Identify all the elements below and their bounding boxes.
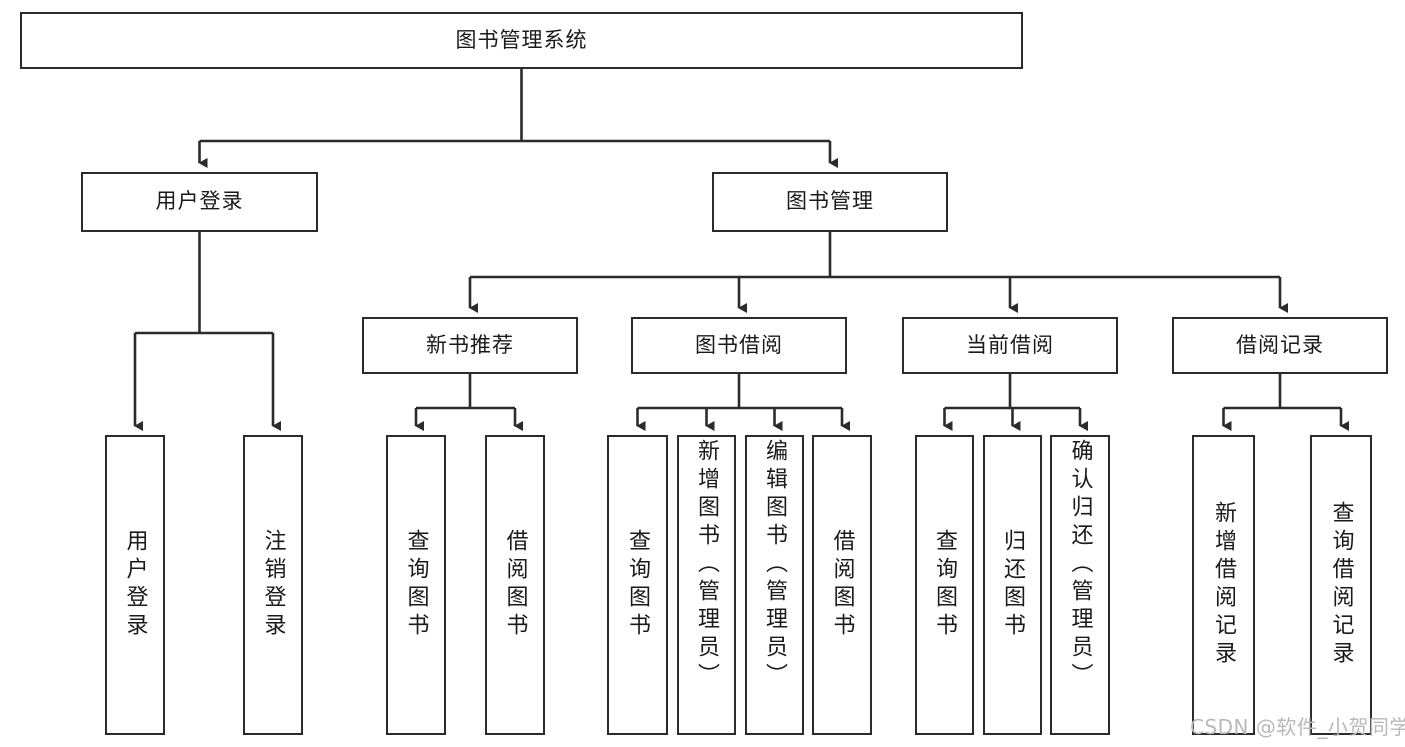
node-label-leaf-edit-book-admin: 编辑图书（管理员）	[762, 439, 788, 691]
node-leaf-add-borrow-record[interactable]: 新增借阅记录	[1192, 435, 1255, 735]
node-label-leaf-query-book-2: 查询图书	[625, 529, 651, 641]
node-leaf-return-book[interactable]: 归还图书	[983, 435, 1042, 735]
node-current-borrow[interactable]: 当前借阅	[902, 317, 1118, 374]
node-label-user-login: 用户登录	[155, 189, 244, 214]
node-label-leaf-query-borrow-record: 查询借阅记录	[1328, 501, 1354, 669]
node-label-leaf-logout: 注销登录	[260, 529, 286, 641]
node-label-leaf-user-login: 用户登录	[122, 529, 148, 641]
node-leaf-confirm-return-admin[interactable]: 确认归还（管理员）	[1050, 435, 1110, 735]
node-label-root: 图书管理系统	[455, 27, 588, 52]
node-label-leaf-query-book-1: 查询图书	[403, 529, 429, 641]
node-book-borrow[interactable]: 图书借阅	[631, 317, 847, 374]
node-label-leaf-return-book: 归还图书	[1000, 529, 1026, 641]
node-label-leaf-add-borrow-record: 新增借阅记录	[1211, 501, 1237, 669]
node-book-manage[interactable]: 图书管理	[712, 172, 948, 232]
node-leaf-borrow-book-1[interactable]: 借阅图书	[485, 435, 545, 735]
watermark-text: CSDN @软件_小贺同学	[1190, 715, 1405, 739]
node-borrow-record[interactable]: 借阅记录	[1172, 317, 1388, 374]
node-user-login[interactable]: 用户登录	[81, 172, 318, 232]
node-leaf-query-book-2[interactable]: 查询图书	[607, 435, 668, 735]
node-label-leaf-add-book-admin: 新增图书（管理员）	[694, 439, 720, 691]
node-label-current-borrow: 当前借阅	[966, 332, 1054, 357]
node-label-borrow-record: 借阅记录	[1236, 332, 1324, 357]
node-leaf-query-book-3[interactable]: 查询图书	[915, 435, 974, 735]
node-leaf-logout[interactable]: 注销登录	[243, 435, 303, 735]
node-label-book-manage: 图书管理	[786, 189, 874, 214]
node-leaf-borrow-book-2[interactable]: 借阅图书	[812, 435, 872, 735]
node-leaf-query-borrow-record[interactable]: 查询借阅记录	[1310, 435, 1372, 735]
node-leaf-user-login[interactable]: 用户登录	[105, 435, 165, 735]
node-leaf-edit-book-admin[interactable]: 编辑图书（管理员）	[745, 435, 804, 735]
node-label-leaf-query-book-3: 查询图书	[932, 529, 958, 641]
node-label-leaf-borrow-book-2: 借阅图书	[829, 529, 855, 641]
node-new-book-recommend[interactable]: 新书推荐	[362, 317, 578, 374]
node-leaf-add-book-admin[interactable]: 新增图书（管理员）	[677, 435, 736, 735]
node-label-book-borrow: 图书借阅	[695, 332, 783, 357]
node-leaf-query-book-1[interactable]: 查询图书	[386, 435, 446, 735]
node-label-leaf-borrow-book-1: 借阅图书	[502, 529, 528, 641]
node-label-leaf-confirm-return-admin: 确认归还（管理员）	[1067, 439, 1093, 691]
node-label-new-book-recommend: 新书推荐	[426, 332, 514, 357]
node-root[interactable]: 图书管理系统	[20, 12, 1023, 69]
